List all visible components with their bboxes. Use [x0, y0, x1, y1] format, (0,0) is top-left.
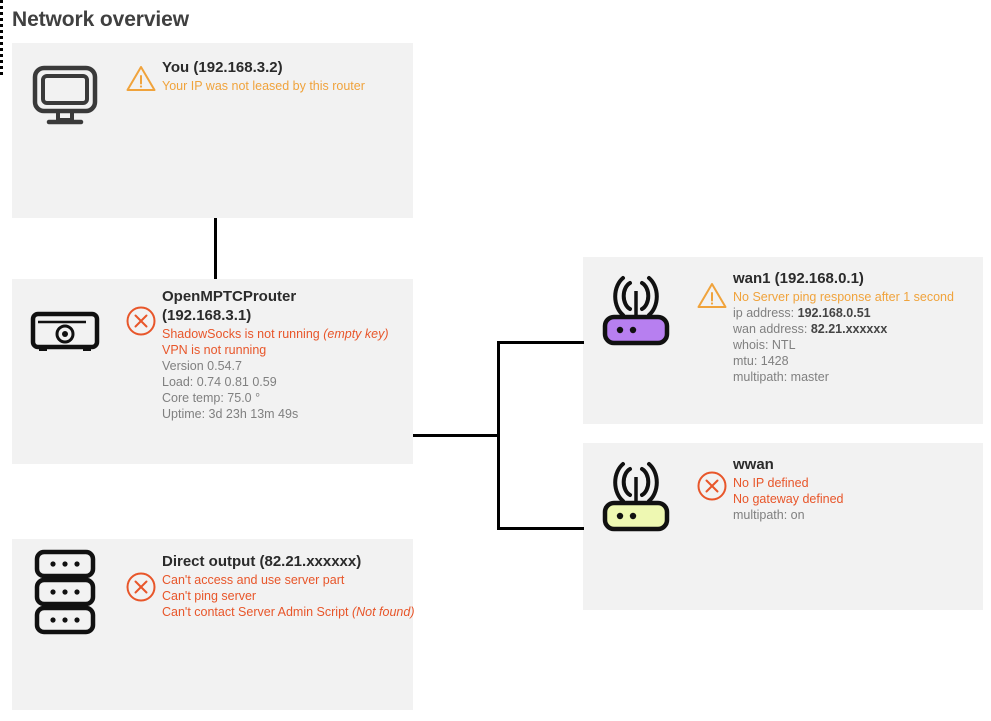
- network-node-wwan[interactable]: wwan No IP defined No gateway defined mu…: [583, 443, 983, 610]
- error-circle-x-icon: [126, 306, 156, 336]
- node-line-wan1-2: wan address: 82.21.xxxxxx: [733, 321, 975, 337]
- wireless-router-icon: [597, 271, 675, 349]
- node-line-wan1-1-label: ip address:: [733, 306, 798, 320]
- node-line-wwan-1: No gateway defined: [733, 492, 844, 506]
- status-warning-icon-you: [124, 65, 158, 92]
- connector-router-to-direct-output: [0, 0, 6, 75]
- node-line-router-4: Core temp: 75.0 °: [162, 391, 261, 405]
- node-line-direct-0: Can't access and use server part: [162, 573, 345, 587]
- status-error-icon-wwan: [695, 470, 729, 502]
- node-line-wan1-2-label: wan address:: [733, 322, 811, 336]
- network-node-openmptcprouter[interactable]: OpenMPTCProuter (192.168.3.1) ShadowSock…: [12, 279, 413, 464]
- connector-wan-bus-vertical: [497, 341, 500, 530]
- node-body-wwan: wwan No IP defined No gateway defined mu…: [733, 455, 975, 523]
- node-line-wan1-1: ip address: 192.168.0.51: [733, 305, 975, 321]
- node-line-router-0-emphasis: (empty key): [323, 327, 389, 341]
- network-node-you[interactable]: You (192.168.3.2) Your IP was not leased…: [12, 43, 413, 218]
- node-line-router-0-text: ShadowSocks is not running: [162, 327, 324, 341]
- node-line-direct-1: Can't ping server: [162, 589, 257, 603]
- desktop-monitor-icon: [26, 57, 104, 135]
- node-line-direct-2-text: Can't contact Server Admin Script: [162, 605, 352, 619]
- page-title: Network overview: [12, 8, 189, 31]
- wireless-router-icon: [597, 457, 675, 535]
- connector-branch-to-wan1: [497, 341, 584, 344]
- node-title-direct: Direct output (82.21.xxxxxx): [162, 553, 362, 570]
- node-line-direct-2-emphasis: (Not found): [351, 605, 415, 619]
- server-stack-icon: [26, 549, 104, 635]
- warning-triangle-icon: [697, 283, 727, 308]
- node-line-wan1-3: whois: NTL: [733, 338, 796, 352]
- node-line-router-1: VPN is not running: [162, 343, 267, 357]
- error-circle-x-icon: [126, 572, 156, 602]
- network-node-wan1[interactable]: wan1 (192.168.0.1) No Server ping respon…: [583, 257, 983, 424]
- status-error-icon-direct: [124, 571, 158, 603]
- status-warning-icon-wan1: [695, 282, 729, 309]
- node-line-direct-2: Can't contact Server Admin Script (Not f…: [162, 604, 415, 620]
- node-line-wan1-5: multipath: master: [733, 370, 829, 384]
- network-node-direct-output[interactable]: Direct output (82.21.xxxxxx) Can't acces…: [12, 539, 415, 710]
- node-line-wan1-0: No Server ping response after 1 second: [733, 290, 954, 304]
- connector-router-to-wan-bus: [413, 434, 500, 437]
- node-line-you-0: Your IP was not leased by this router: [162, 79, 365, 93]
- node-body-router: OpenMPTCProuter (192.168.3.1) ShadowSock…: [162, 288, 405, 422]
- node-line-wan1-4: mtu: 1428: [733, 354, 789, 368]
- node-body-you: You (192.168.3.2) Your IP was not leased…: [162, 58, 405, 94]
- node-line-wwan-0: No IP defined: [733, 476, 809, 490]
- node-line-router-5: Uptime: 3d 23h 13m 49s: [162, 407, 299, 421]
- node-title-wan1: wan1 (192.168.0.1): [733, 270, 864, 287]
- warning-triangle-icon: [126, 66, 156, 91]
- node-title-router-line1: OpenMPTCProuter: [162, 288, 297, 305]
- node-line-router-3: Load: 0.74 0.81 0.59: [162, 375, 277, 389]
- node-body-direct: Direct output (82.21.xxxxxx) Can't acces…: [162, 552, 415, 620]
- node-body-wan1: wan1 (192.168.0.1) No Server ping respon…: [733, 269, 975, 385]
- status-error-icon-router: [124, 305, 158, 337]
- node-title-you: You (192.168.3.2): [162, 59, 283, 76]
- node-line-router-0: ShadowSocks is not running (empty key): [162, 326, 405, 342]
- connector-you-to-router: [214, 218, 217, 279]
- error-circle-x-icon: [697, 471, 727, 501]
- connector-branch-to-wwan: [497, 527, 584, 530]
- router-box-icon: [26, 293, 104, 371]
- node-line-router-2: Version 0.54.7: [162, 359, 242, 373]
- node-line-wwan-2: multipath: on: [733, 508, 805, 522]
- node-line-wan1-1-value: 192.168.0.51: [797, 306, 871, 320]
- node-title-wwan: wwan: [733, 456, 774, 473]
- node-title-router-line2: (192.168.3.1): [162, 307, 252, 324]
- node-line-wan1-2-value: 82.21.xxxxxx: [810, 322, 888, 336]
